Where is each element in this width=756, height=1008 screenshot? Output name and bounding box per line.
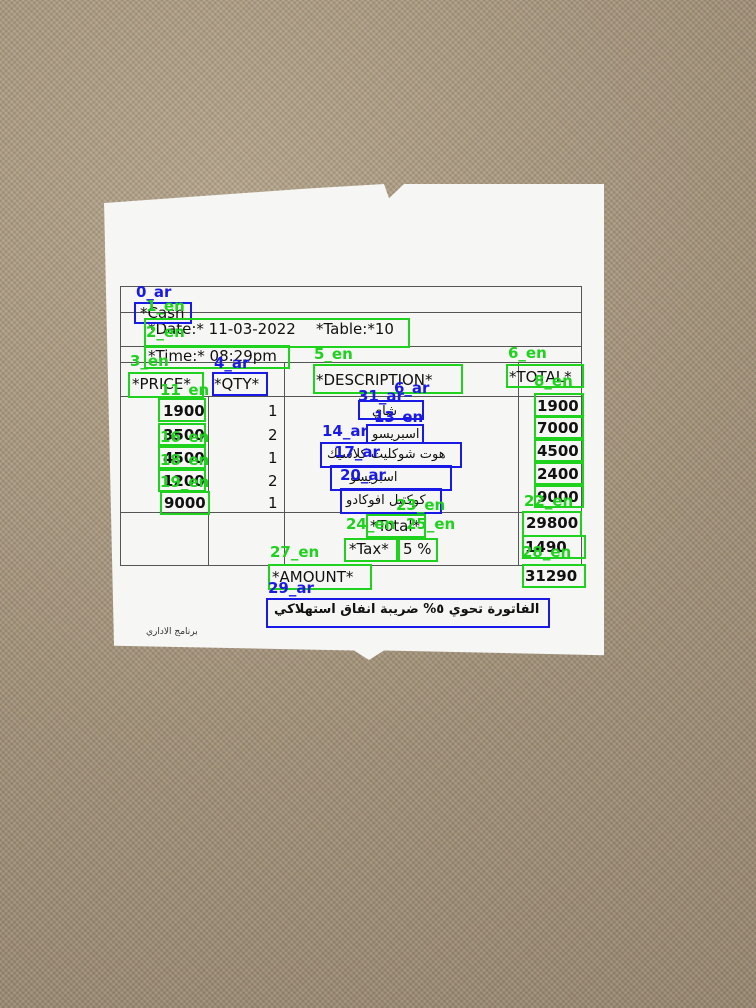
annotation-label: 23_en <box>396 496 446 514</box>
annotation-box <box>522 535 586 559</box>
table-column-line <box>208 396 209 566</box>
annotation-label: 11_en <box>160 381 210 399</box>
header-price: *PRICE* <box>132 375 191 393</box>
annotation-box <box>313 364 463 394</box>
receipt-table-number: *Table:*10 <box>316 320 394 338</box>
item-description: اسبريسو <box>372 427 420 442</box>
item-total: 1900 <box>537 397 579 415</box>
annotation-label: 31_ar <box>358 387 404 405</box>
annotation-box <box>534 416 584 439</box>
annotation-label: 3_en <box>130 352 169 370</box>
annotation-label: 5_en <box>314 345 353 363</box>
tax-value: 1490 <box>525 538 567 556</box>
software-footer: برنامج الاداري <box>146 627 198 637</box>
annotation-label: 18_en <box>160 451 210 469</box>
annotation-box <box>534 462 584 485</box>
header-total: *TOTAL* <box>509 368 572 386</box>
annotation-label: 8_en <box>534 372 573 390</box>
annotation-box <box>128 372 204 398</box>
annotation-label: 14_ar <box>322 422 368 440</box>
annotation-box <box>358 400 424 420</box>
annotation-label: 13_en <box>374 408 424 426</box>
annotation-label: 29_ar <box>268 579 314 597</box>
annotation-box <box>534 439 584 462</box>
header-qty: *QTY* <box>214 375 260 393</box>
annotation-label: 22_en <box>524 492 574 510</box>
annotation-box <box>534 393 584 417</box>
item-description: كوكتيل افوكادو <box>346 493 426 508</box>
item-price: 4500 <box>163 449 205 467</box>
annotation-box <box>534 485 584 508</box>
annotation-box <box>268 564 372 590</box>
annotation-box <box>522 511 582 537</box>
annotation-box <box>340 488 442 514</box>
item-qty: 2 <box>268 426 278 444</box>
payment-method: *Cash <box>140 304 185 322</box>
tax-rate: 5 % <box>403 540 432 558</box>
annotation-box <box>522 564 586 588</box>
annotation-box <box>398 538 438 562</box>
item-qty: 1 <box>268 494 278 512</box>
item-description: هوت شوكليت كلاسيك <box>327 447 446 462</box>
annotation-box <box>144 345 290 369</box>
annotation-box <box>506 364 584 388</box>
annotation-box <box>212 372 268 396</box>
table-column-line <box>284 362 285 566</box>
table-column-line <box>518 362 519 566</box>
item-price: 9000 <box>164 494 206 512</box>
item-price: 1200 <box>163 472 205 490</box>
annotation-label: 16_en <box>160 428 210 446</box>
item-total: 9000 <box>537 488 579 506</box>
annotation-label: 4_ar <box>214 354 250 372</box>
annotation-box <box>366 424 424 444</box>
item-qty: 2 <box>268 472 278 490</box>
item-total: 7000 <box>537 419 579 437</box>
annotation-box <box>144 318 410 348</box>
table-divider <box>120 396 582 397</box>
item-total: 4500 <box>537 442 579 460</box>
header-description: *DESCRIPTION* <box>316 371 433 389</box>
total-label: *Total* <box>370 517 421 535</box>
table-divider <box>120 362 582 363</box>
annotation-box <box>134 302 192 324</box>
amount-value: 31290 <box>525 567 578 585</box>
annotation-label: 28_en <box>522 543 572 561</box>
amount-label: *AMOUNT* <box>272 568 354 586</box>
item-price: 1900 <box>163 402 205 420</box>
item-description: اسبريسو <box>350 470 398 485</box>
item-description: شاي <box>372 404 398 419</box>
annotation-box <box>366 514 426 538</box>
annotation-box <box>344 538 398 562</box>
annotation-label: 6_en <box>508 344 547 362</box>
item-qty: 1 <box>268 402 278 420</box>
annotation-label: 27_en <box>270 543 320 561</box>
tax-label: *Tax* <box>349 540 389 558</box>
receipt-time: *Time:* 08:29pm <box>148 347 277 365</box>
item-qty: 1 <box>268 449 278 467</box>
annotation-label: 19_en <box>160 473 210 491</box>
annotation-box <box>158 423 206 446</box>
annotation-label: 2_en <box>146 323 185 341</box>
annotation-box <box>266 598 550 628</box>
item-total: 2400 <box>537 465 579 483</box>
receipt-paper <box>104 184 604 660</box>
annotation-label: 24_en <box>346 515 396 533</box>
annotation-box <box>158 446 206 469</box>
annotation-box <box>330 465 452 491</box>
annotation-box <box>158 398 206 422</box>
annotation-label: 1_en <box>146 297 185 315</box>
tax-note: الفاتورة تحوي ٥% ضريبة انفاق استهلاكي <box>274 602 540 617</box>
annotation-label: 25_en <box>406 515 456 533</box>
annotation-label: 20_ar <box>340 466 386 484</box>
receipt-date: *Date:* 11-03-2022 <box>148 320 296 338</box>
annotation-label: 17_ar <box>334 443 380 461</box>
item-price: 3500 <box>163 426 205 444</box>
table-divider <box>120 312 582 313</box>
annotation-label: 6_ar <box>394 379 430 397</box>
annotation-box <box>320 442 462 468</box>
annotation-label: 0_ar <box>136 283 172 301</box>
annotation-box <box>160 491 210 515</box>
total-value: 29800 <box>526 514 579 532</box>
